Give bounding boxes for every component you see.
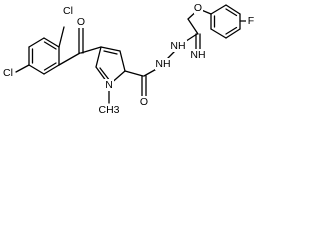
dichlorophenyl-ring bbox=[28, 37, 60, 75]
atom-label-amide-o: O bbox=[140, 96, 149, 108]
svg-text:Cl: Cl bbox=[63, 5, 73, 17]
svg-text:O: O bbox=[77, 16, 85, 28]
svg-text:NH: NH bbox=[155, 58, 170, 70]
svg-text:O: O bbox=[140, 96, 148, 108]
bond-pyrrole-amide bbox=[124, 70, 144, 77]
atom-label-fluorine: F bbox=[246, 15, 255, 27]
atom-label-methyl: CH3 bbox=[98, 104, 120, 116]
svg-text:O: O bbox=[194, 2, 202, 14]
svg-text:F: F bbox=[248, 15, 254, 27]
bond-cl-left bbox=[15, 64, 30, 73]
atom-label-cl-top: Cl bbox=[61, 5, 75, 17]
svg-text:Cl: Cl bbox=[3, 67, 13, 79]
atom-label-hydrazide-nh-1: NH bbox=[170, 40, 187, 52]
svg-text:NH: NH bbox=[190, 49, 205, 61]
bond-phenyl-carbonyl bbox=[58, 52, 81, 66]
atom-label-ether-o: O bbox=[194, 2, 203, 14]
atom-label-carbonyl-o: O bbox=[77, 16, 86, 28]
atom-label-imine-nh: NH bbox=[190, 49, 207, 61]
atom-label-cl-left: Cl bbox=[1, 67, 15, 79]
bond-carbonyl-pyrrole bbox=[80, 46, 102, 54]
fluorophenyl-ring bbox=[210, 4, 241, 39]
svg-text:CH3: CH3 bbox=[98, 104, 119, 116]
bond-cl-top bbox=[58, 26, 65, 48]
svg-text:N: N bbox=[105, 79, 113, 91]
bond-amidine-ch2 bbox=[187, 18, 199, 35]
atom-label-pyrrole-n: N bbox=[104, 79, 114, 91]
svg-text:NH: NH bbox=[170, 40, 185, 52]
atom-label-hydrazide-nh-2: NH bbox=[155, 58, 172, 70]
chemical-structure-diagram: Cl Cl O O F NH NH NH N O CH3 bbox=[1, 2, 255, 116]
